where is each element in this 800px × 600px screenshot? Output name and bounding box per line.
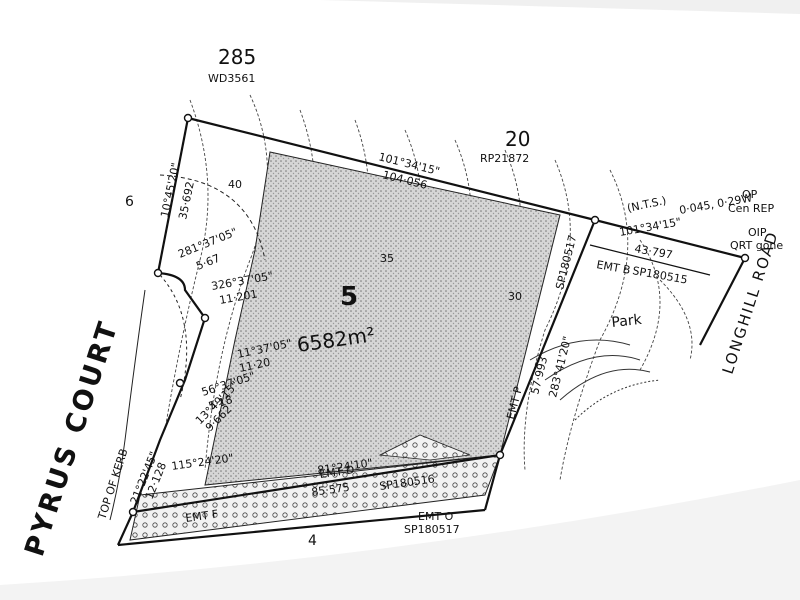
emt-f-label: EMT F — [185, 508, 219, 525]
emt-p-plan: SP180517 — [553, 234, 579, 291]
pyrus-court-label: PYRUS COURT — [19, 316, 125, 560]
park-label: Park — [611, 312, 644, 331]
east-bearing: 283°41'20" — [546, 335, 574, 399]
emt-o-label: EMT O — [418, 510, 454, 523]
lot-5-shading — [204, 151, 561, 486]
west-distance: 35·692 — [176, 180, 197, 220]
paper-top-edge — [320, 0, 800, 14]
nts-note: (N.T.S.) — [626, 194, 668, 215]
survey-marks — [128, 113, 750, 517]
top-of-kerb-label: TOP OF KERB — [95, 447, 130, 522]
cen-rep-note: Cen REP — [728, 202, 775, 215]
boundary-lines — [116, 116, 746, 547]
paper-edge — [0, 480, 800, 600]
oip-note: OIP — [748, 226, 767, 239]
contour-30: 30 — [508, 290, 522, 303]
easement-wedge — [378, 434, 471, 461]
op-note: OP — [742, 188, 758, 201]
arc1-distance: 5·67 — [194, 252, 222, 273]
ext-distance: 43·797 — [633, 242, 673, 261]
lot-20-plan: RP21872 — [480, 152, 529, 165]
lot-6-label: 6 — [125, 194, 134, 210]
emt-o-plan: SP180517 — [404, 523, 460, 536]
emt-d-label: EMT D — [319, 463, 356, 481]
south-distance: 85·575 — [311, 481, 351, 499]
lot-4-label: 4 — [308, 533, 317, 549]
arc-line — [159, 174, 266, 261]
kerb-curve — [109, 289, 146, 521]
road-curve — [159, 274, 188, 401]
lot-285-label: 285 — [218, 45, 256, 69]
mid-distance: 11·20 — [238, 356, 272, 375]
qrt-gone-note: QRT gone — [730, 239, 783, 252]
contour-40: 40 — [228, 178, 242, 191]
lot-5-label: 5 — [340, 282, 358, 312]
easement-strip — [129, 454, 501, 541]
lot-285-plan: WD3561 — [208, 72, 255, 85]
emt-b-label: EMT B — [595, 258, 631, 277]
contour-35: 35 — [380, 252, 394, 265]
ext-bearing: 101°34'15" — [618, 215, 682, 239]
lot-20-label: 20 — [505, 127, 530, 151]
